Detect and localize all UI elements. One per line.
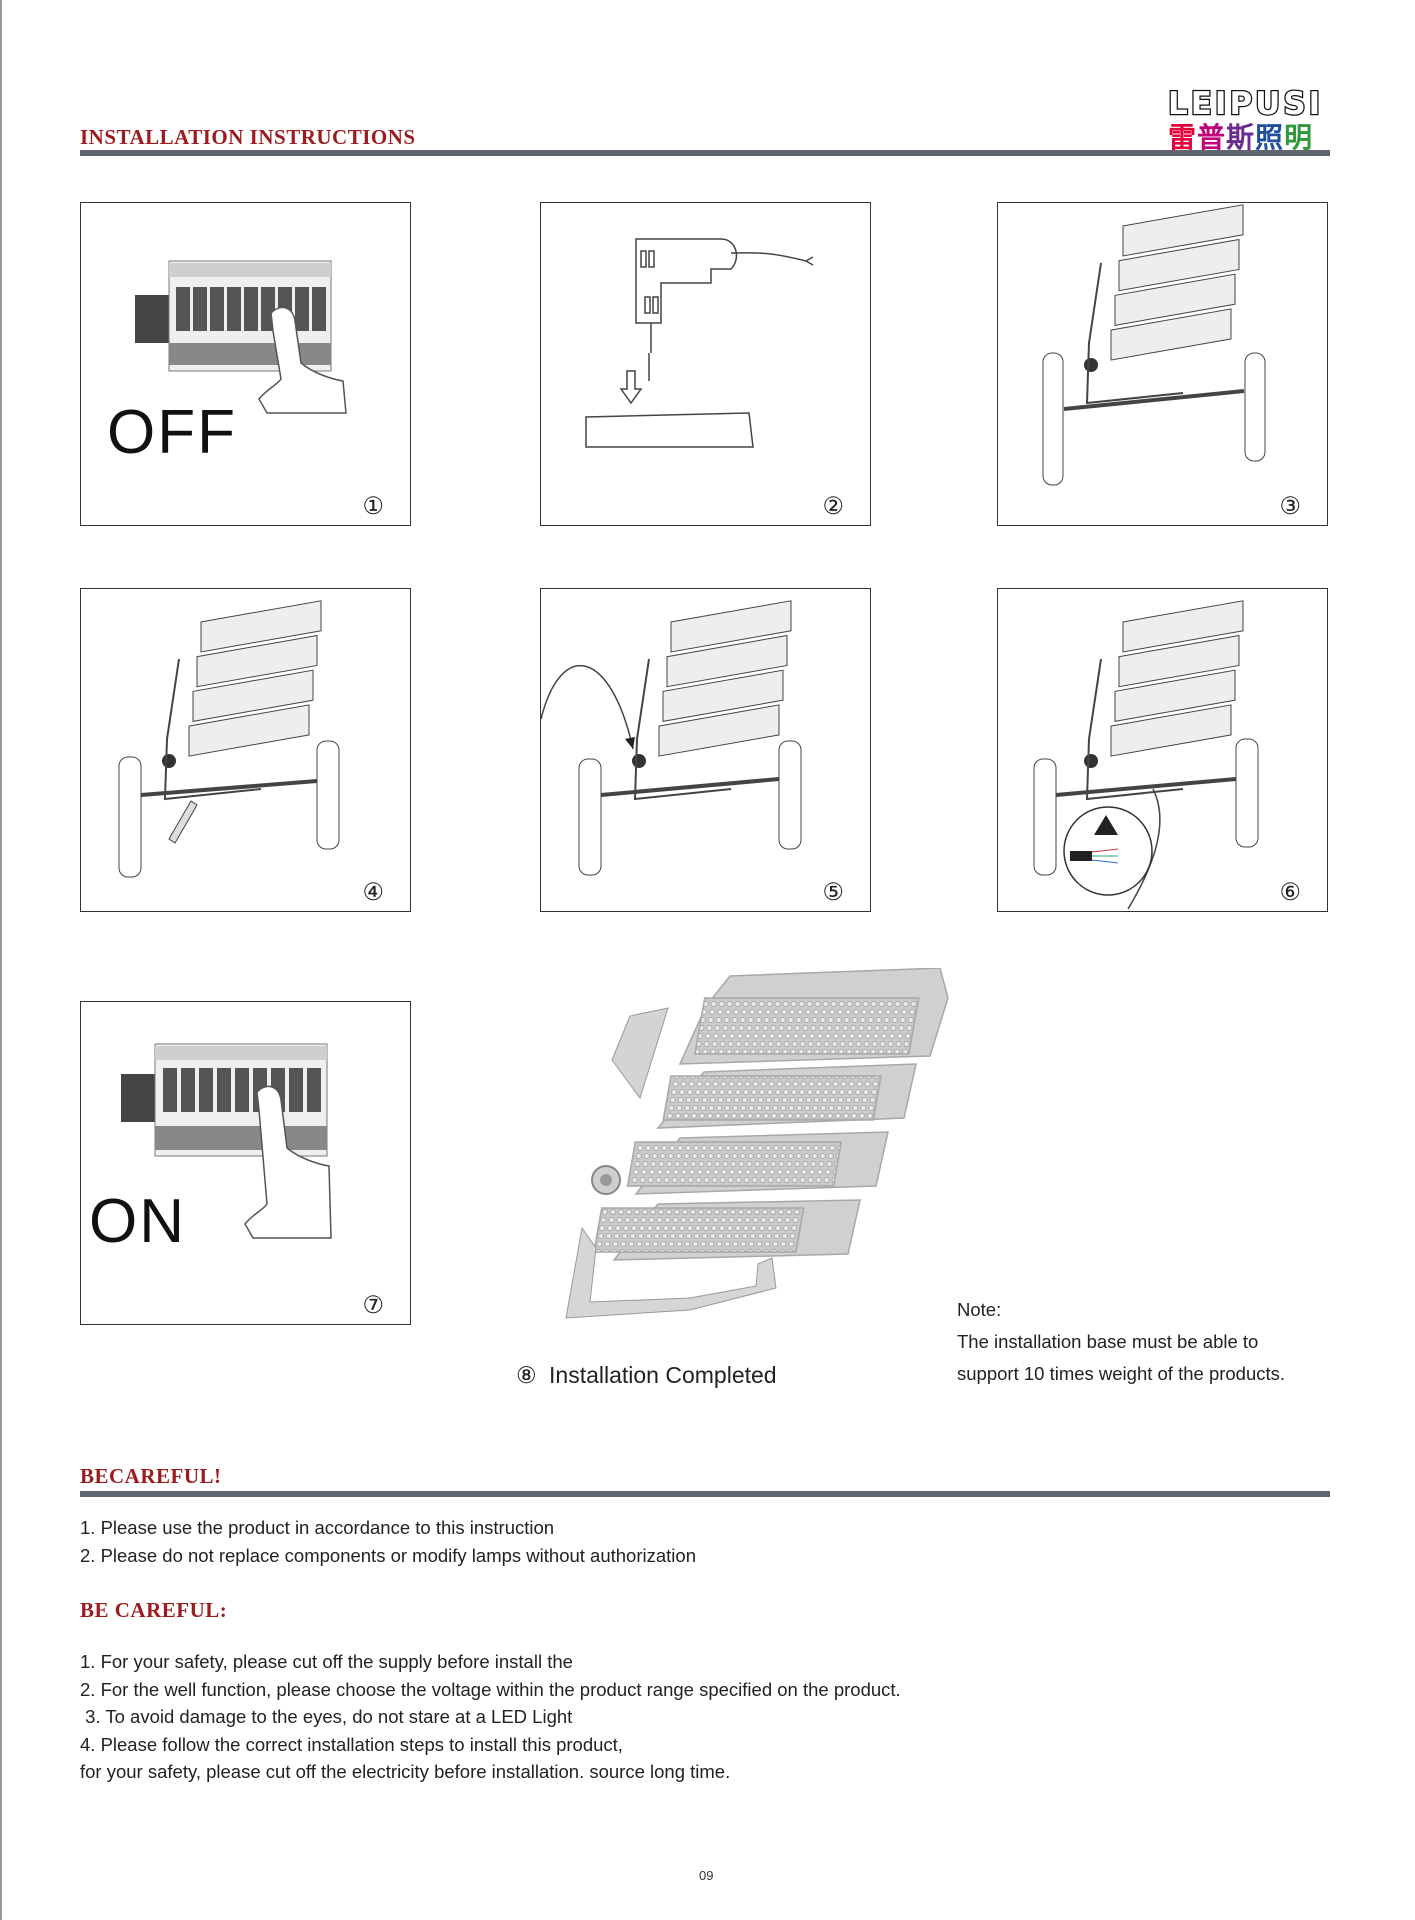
step-number: ④ (362, 878, 384, 907)
step-number: ② (822, 492, 844, 521)
completed-lamp-illustration (540, 968, 960, 1328)
note-line: support 10 times weight of the products. (957, 1358, 1285, 1390)
brand-name: LEIPUSI (1168, 88, 1323, 118)
list-item: 2. Please do not replace components or m… (80, 1542, 696, 1570)
step-number: ⑤ (822, 878, 844, 907)
list-item: for your safety, please cut off the elec… (80, 1758, 901, 1786)
list-item: 4. Please follow the correct installatio… (80, 1731, 901, 1759)
step-4-panel: ④ (80, 588, 411, 912)
header-title: INSTALLATION INSTRUCTIONS (80, 125, 416, 150)
page-edge-line (0, 0, 2, 1920)
drill-illustration (541, 203, 869, 523)
list-item: 1. Please use the product in accordance … (80, 1514, 696, 1542)
becareful-title: BECAREFUL! (80, 1464, 222, 1489)
note-block: Note: The installation base must be able… (957, 1294, 1285, 1390)
becareful-list: 1. Please use the product in accordance … (80, 1514, 696, 1569)
becareful-rule (80, 1491, 1330, 1497)
step-1-panel: OFF ① (80, 202, 411, 526)
brand-logo: LEIPUSI (1168, 88, 1334, 118)
mount-illustration (998, 203, 1326, 523)
completed-caption: Installation Completed (549, 1362, 777, 1388)
list-item: 3. To avoid damage to the eyes, do not s… (80, 1703, 901, 1731)
step-8-caption: ⑧ Installation Completed (516, 1362, 777, 1389)
step-6-panel: ⑥ (997, 588, 1328, 912)
list-item: 2. For the well function, please choose … (80, 1676, 901, 1704)
step-3-panel: ③ (997, 202, 1328, 526)
be-careful-title: BE CAREFUL: (80, 1598, 227, 1623)
wiring-illustration (998, 589, 1326, 909)
note-line: The installation base must be able to (957, 1326, 1285, 1358)
step-number: ⑧ (516, 1362, 537, 1388)
wrench-illustration (81, 589, 409, 909)
step-5-panel: ⑤ (540, 588, 871, 912)
step-7-panel: ON ⑦ (80, 1001, 411, 1325)
step-number: ① (362, 492, 384, 521)
note-title: Note: (957, 1294, 1285, 1326)
page-number: 09 (699, 1868, 713, 1883)
step-number: ③ (1279, 492, 1301, 521)
adjust-angle-illustration (541, 589, 869, 909)
step-number: ⑦ (362, 1291, 384, 1320)
breaker-on-illustration (81, 1002, 409, 1322)
step-number: ⑥ (1279, 878, 1301, 907)
on-label: ON (89, 1186, 186, 1257)
breaker-off-illustration (81, 203, 409, 523)
off-label: OFF (107, 397, 237, 468)
step-2-panel: ② (540, 202, 871, 526)
list-item: 1. For your safety, please cut off the s… (80, 1648, 901, 1676)
be-careful-list: 1. For your safety, please cut off the s… (80, 1648, 901, 1786)
header-rule (80, 150, 1330, 156)
